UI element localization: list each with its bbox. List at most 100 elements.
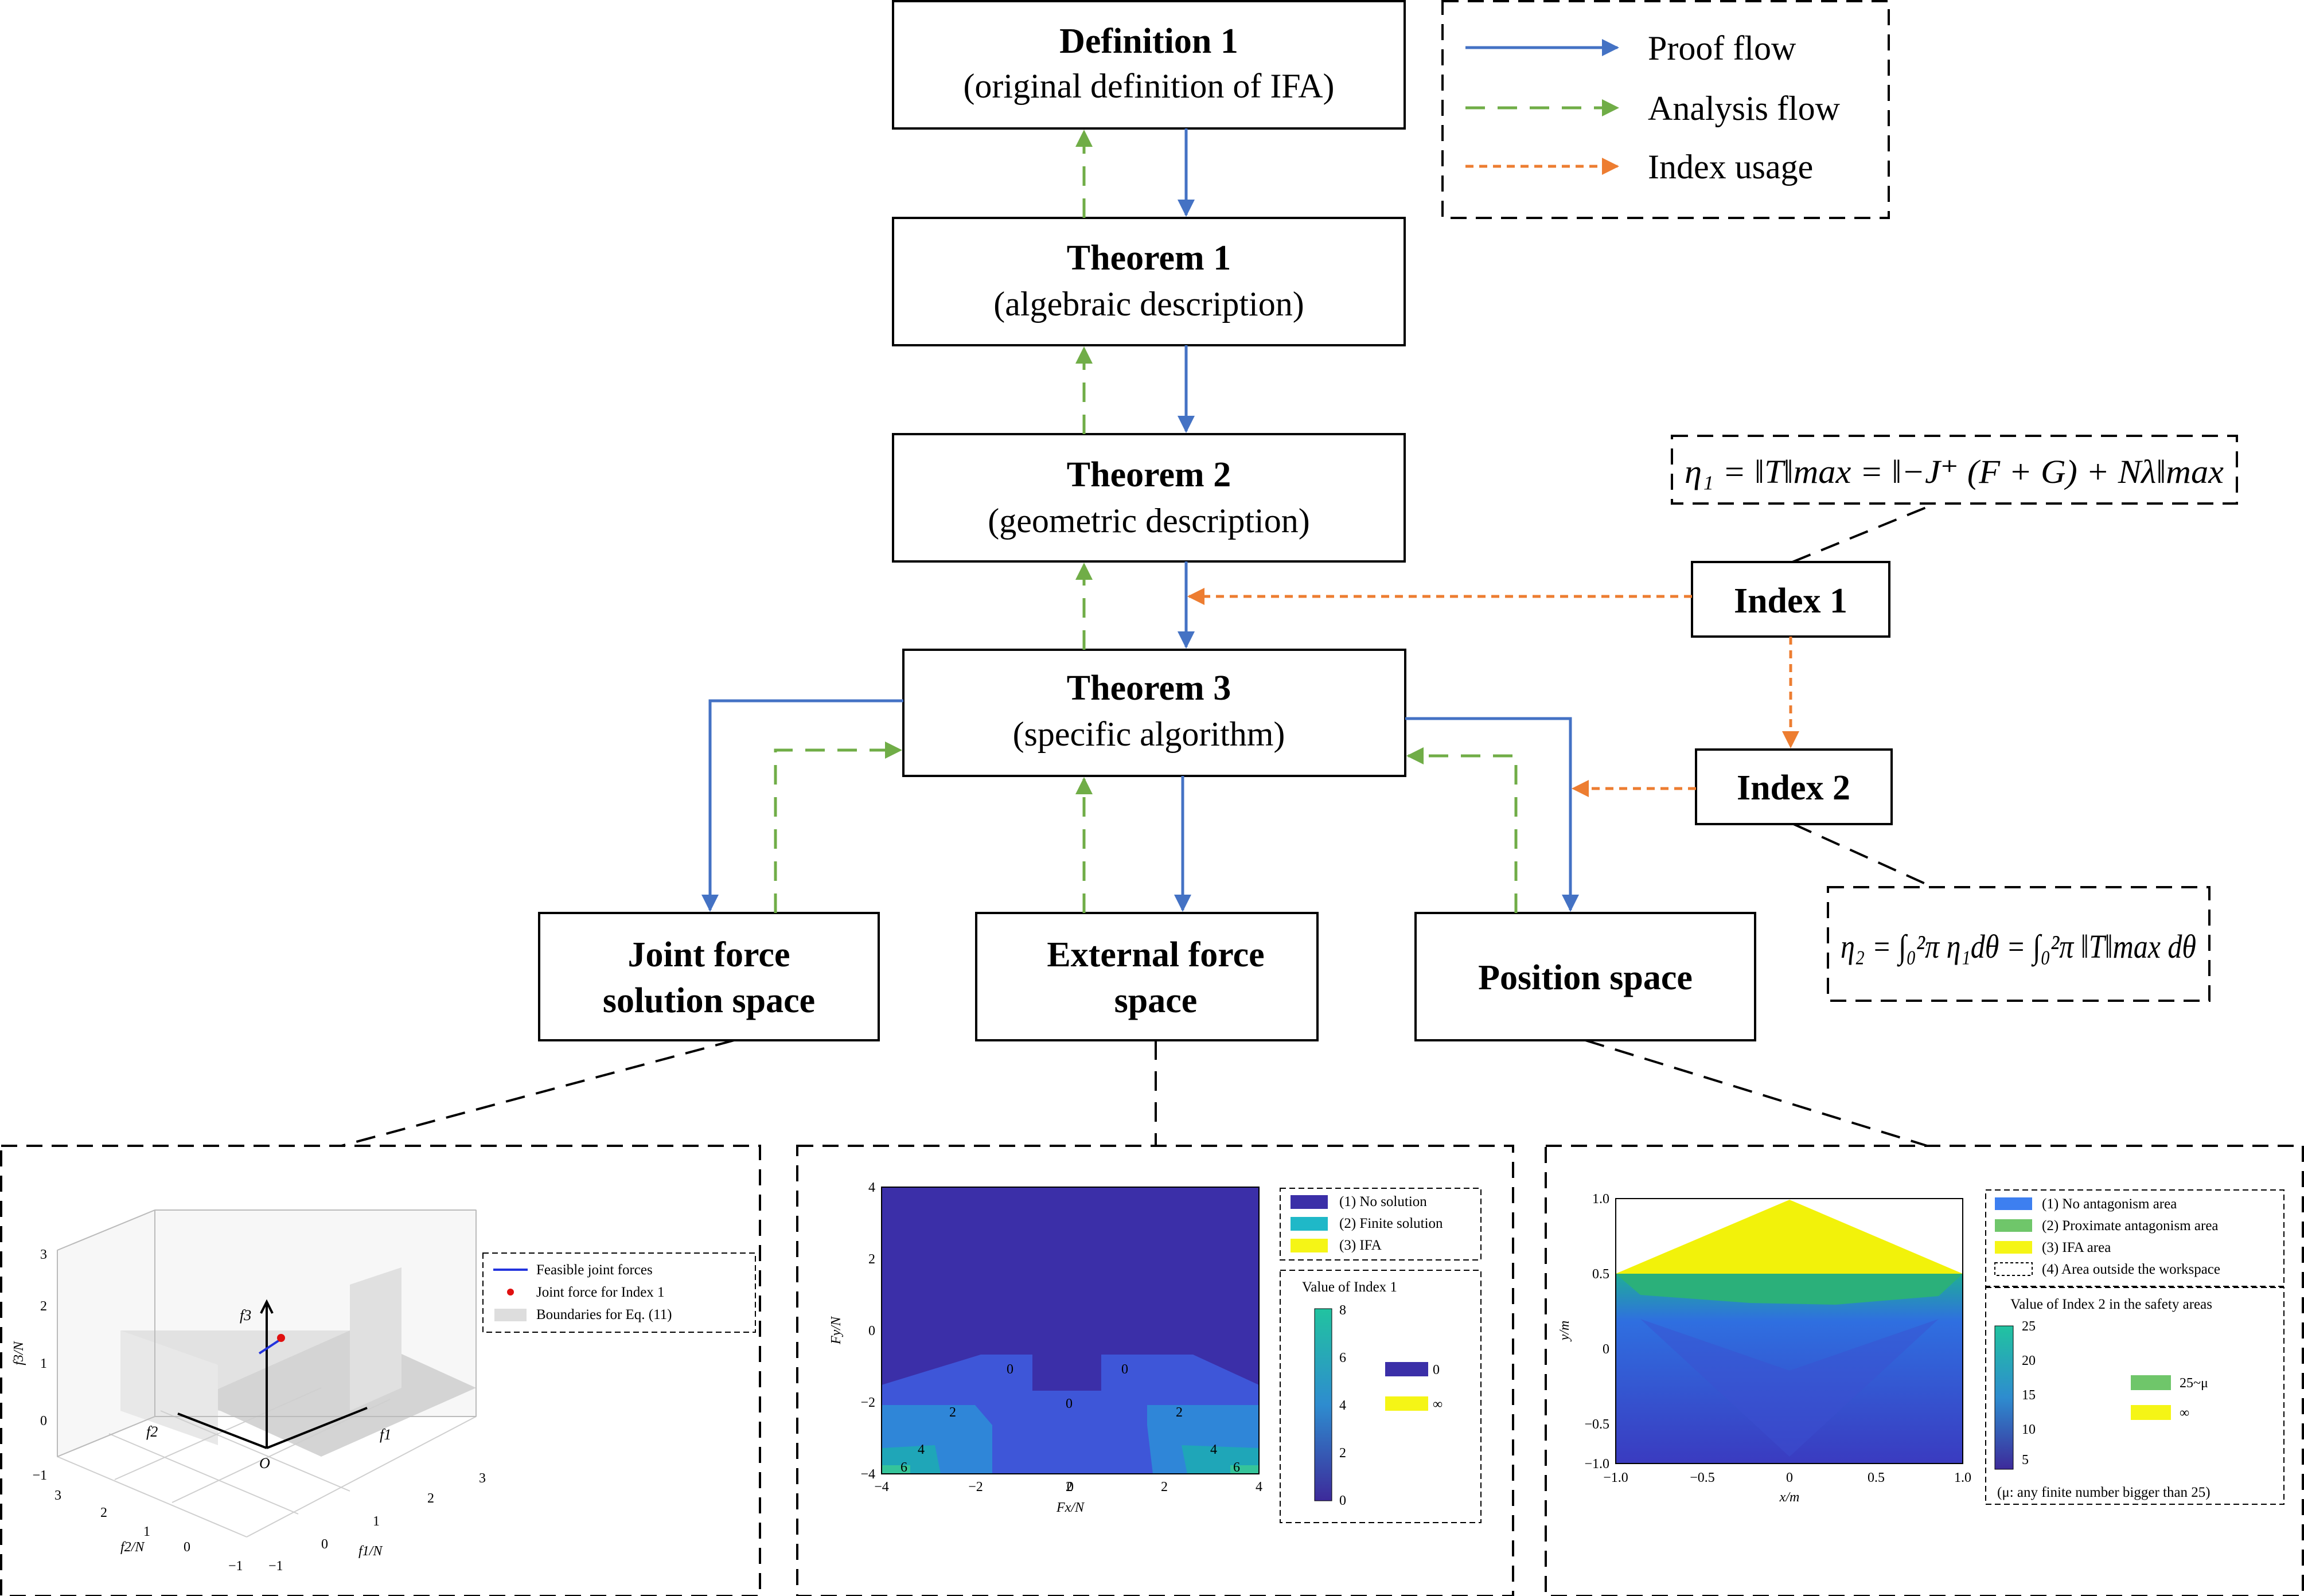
index-2-box: Index 2 <box>1695 748 1893 825</box>
x-tick: 2 <box>427 1491 434 1506</box>
position-space-title: Position space <box>1478 958 1693 997</box>
z-tick: 0 <box>40 1414 47 1429</box>
colorbar-tick: 0 <box>1339 1493 1346 1508</box>
eta2-formula-box: η₂ = ∫₀²π η₁dθ = ∫₀²π ‖T‖max dθ <box>1827 886 2211 1002</box>
x-tick: 0 <box>1786 1470 1793 1485</box>
legend-analysis-label: Analysis flow <box>1648 89 1841 127</box>
key-inf2: ∞ <box>2180 1406 2189 1421</box>
axis-arrows <box>177 1299 368 1449</box>
panel2-y-ticks: 4 2 0 −2 −4 <box>860 1180 875 1482</box>
definition-1-box: Definition 1 (original definition of IFA… <box>892 0 1406 130</box>
joint-force-box: Joint force solution space <box>538 912 880 1041</box>
external-force-box: External force space <box>975 912 1319 1041</box>
x-ticks: −1 0 1 2 3 <box>268 1471 486 1574</box>
flow-legend: Proof flow Analysis flow Index usage <box>1441 0 1890 219</box>
contour-label: 2 <box>949 1405 956 1420</box>
z-ticks: 3 2 1 0 −1 <box>32 1247 47 1483</box>
joint-force-line1: Joint force <box>628 935 790 974</box>
legend-proximate: (2) Proximate antagonism area <box>2042 1218 2219 1234</box>
theorem-1-title: Theorem 1 <box>1067 239 1231 278</box>
colorbar-tick: 5 <box>2022 1453 2029 1468</box>
joint-force-plot-panel: f3 f1 f2 O 3 2 1 0 −1 f3/N 3 2 1 0 −1 f2… <box>0 1145 761 1596</box>
panel2-colorbar-box: Value of Index 1 8 6 4 2 0 0 ∞ <box>1280 1270 1482 1523</box>
key-zero: 0 <box>1433 1363 1440 1378</box>
key-inf: ∞ <box>1433 1397 1443 1412</box>
y-tick: −4 <box>860 1467 875 1482</box>
analysis-flow-arrows <box>774 130 1518 913</box>
y-tick: 0 <box>184 1540 190 1555</box>
colorbar-tick: 4 <box>1339 1398 1346 1413</box>
panel3-legend: (1) No antagonism area (2) Proximate ant… <box>1985 1189 2284 1287</box>
f3-label: f3 <box>240 1307 251 1324</box>
y-tick: 4 <box>868 1180 875 1195</box>
y-tick: −2 <box>860 1395 875 1410</box>
contour-labels: 0 0 0 2 2 4 4 2 6 6 <box>900 1362 1240 1494</box>
legend-no-antagonism: (1) No antagonism area <box>2042 1196 2177 1212</box>
colorbar2-title: Value of Index 2 in the safety areas <box>2010 1297 2212 1312</box>
x-tick: 0 <box>1067 1480 1074 1494</box>
theorem-2-box: Theorem 2 (geometric description) <box>892 433 1406 563</box>
x-tick: −4 <box>874 1480 889 1494</box>
y-axis-label: f2/N <box>120 1540 145 1555</box>
z-tick: 1 <box>40 1356 47 1371</box>
box-edges <box>57 1209 477 1457</box>
legend-outside: (4) Area outside the workspace <box>2042 1262 2220 1277</box>
x-tick: −1 <box>268 1559 283 1574</box>
x-tick: −2 <box>968 1480 983 1494</box>
z-axis-label: f3/N <box>11 1340 26 1365</box>
legend-no-solution: (1) No solution <box>1339 1194 1427 1209</box>
panel3-y-ticks: 1.0 0.5 0 −0.5 −1.0 <box>1584 1192 1609 1472</box>
feasible-force-line <box>258 1338 282 1355</box>
legend-ifa: (3) IFA <box>1339 1238 1382 1253</box>
y-tick: 2 <box>868 1252 875 1267</box>
ifa-area <box>1616 1200 1963 1274</box>
panel2-y-label: Fy/N <box>829 1316 844 1345</box>
theorem-3-subtitle: (specific algorithm) <box>1013 715 1285 753</box>
floor-grid <box>57 1387 477 1538</box>
colorbar1-title: Value of Index 1 <box>1302 1279 1397 1295</box>
external-force-plot-panel: 0 0 0 2 2 4 4 2 6 6 4 2 0 −2 −4 Fy/N −4 … <box>796 1145 1514 1596</box>
panel3-x-label: x/m <box>1779 1490 1800 1505</box>
colorbar-tick: 20 <box>2022 1353 2036 1368</box>
index-1-box: Index 1 <box>1691 561 1890 638</box>
legend-proof-label: Proof flow <box>1648 29 1796 67</box>
x-tick: 3 <box>479 1471 486 1486</box>
contour-label: 6 <box>1233 1460 1240 1475</box>
y-ticks: 3 2 1 0 −1 <box>54 1488 243 1574</box>
contour-label: 2 <box>1176 1405 1183 1420</box>
theorem-3-box: Theorem 3 (specific algorithm) <box>902 649 1406 777</box>
definition-1-title: Definition 1 <box>1059 22 1238 61</box>
y-tick: 2 <box>100 1505 107 1520</box>
contour-label: 4 <box>918 1442 925 1457</box>
colorbar-tick: 2 <box>1339 1446 1346 1461</box>
x-tick: 4 <box>1256 1480 1262 1494</box>
x-tick: 2 <box>1161 1480 1168 1494</box>
contour-label: 0 <box>1121 1362 1128 1377</box>
contour-label: 0 <box>1066 1396 1073 1411</box>
panel2-legend: (1) No solution (2) Finite solution (3) … <box>1280 1188 1482 1261</box>
contour-label: 4 <box>1210 1442 1217 1457</box>
eta1-formula: η₁ = ‖T‖max = ‖−J⁺ (F + G) + Nλ‖max <box>1685 453 2224 490</box>
theorem-2-subtitle: (geometric description) <box>988 502 1309 540</box>
joint-force-line2: solution space <box>603 981 815 1020</box>
key-mu: 25~μ <box>2180 1376 2208 1391</box>
index-1-title: Index 1 <box>1734 582 1847 621</box>
panel1-legend: Feasible joint forces Joint force for In… <box>482 1252 756 1333</box>
legend-index1-force: Joint force for Index 1 <box>536 1285 665 1300</box>
position-space-plot-panel: 1.0 0.5 0 −0.5 −1.0 y/m −1.0 −0.5 0 0.5 … <box>1545 1145 2304 1596</box>
x-tick: 0 <box>321 1537 328 1552</box>
definition-1-subtitle: (original definition of IFA) <box>963 67 1334 105</box>
colorbar-tick: 6 <box>1339 1351 1346 1365</box>
f1-label: f1 <box>380 1426 391 1443</box>
x-tick: 1.0 <box>1954 1470 1971 1485</box>
panel3-y-label: y/m <box>1557 1321 1572 1342</box>
z-tick: 2 <box>40 1299 47 1314</box>
panel2-x-label: Fx/N <box>1056 1500 1085 1515</box>
origin-label: O <box>259 1455 270 1472</box>
z-tick: 3 <box>40 1247 47 1262</box>
colorbar-tick: 25 <box>2022 1319 2036 1334</box>
f2-label: f2 <box>146 1423 158 1440</box>
x-tick: 1 <box>373 1514 380 1529</box>
z-tick: −1 <box>32 1468 47 1483</box>
